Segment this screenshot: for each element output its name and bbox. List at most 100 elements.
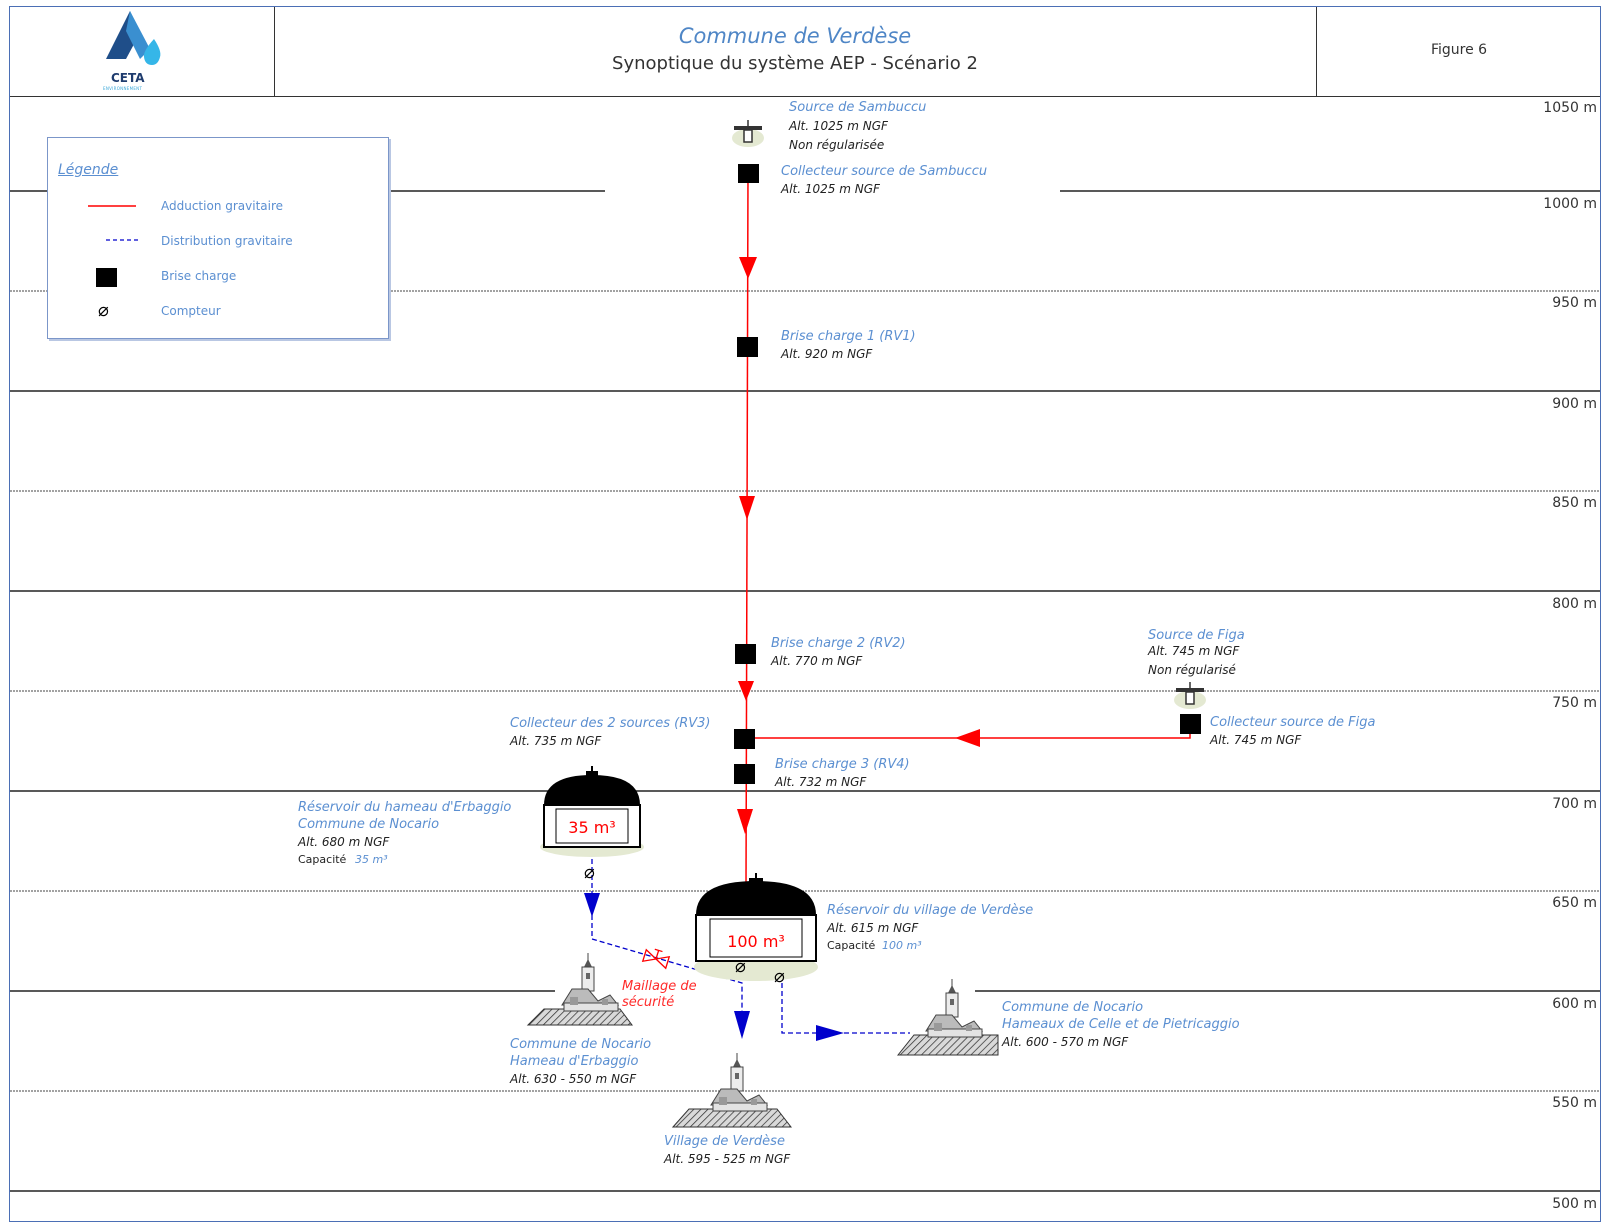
compteur-verdese-icon: ⌀ <box>735 956 746 977</box>
legend-item-brise-charge: Brise charge <box>161 269 237 283</box>
legend-item-compteur: Compteur <box>161 304 221 318</box>
logo-text: CETA <box>111 71 145 85</box>
legend-title: Légende <box>58 162 119 178</box>
legend-brise-charge-icon <box>96 268 117 287</box>
hamlet-erbaggio-icon <box>526 952 633 1026</box>
maillage-line1: Maillage de <box>622 979 697 994</box>
tank-erbaggio-label: 35 m³ <box>568 818 615 837</box>
erbaggio-hamlet-commune: Commune de Nocario <box>510 1037 651 1052</box>
sambuccu-source-note: Non régularisée <box>789 138 884 152</box>
altitude-label-650: 650 m <box>1552 895 1597 911</box>
compteur-icons: ⌀ ⌀ ⌀ <box>584 862 785 987</box>
rv3-name: Collecteur des 2 sources (RV3) <box>510 716 710 731</box>
rv2-alt: Alt. 770 m NGF <box>770 654 863 668</box>
verdese-reservoir-alt: Alt. 615 m NGF <box>826 921 919 935</box>
verdese-reservoir-cap-value: 100 m³ <box>882 939 922 952</box>
figa-source-alt: Alt. 745 m NGF <box>1147 644 1240 658</box>
legend: Légende ⌀ Adduction gravitaire Distribut… <box>47 137 389 339</box>
erbaggio-reservoir-alt: Alt. 680 m NGF <box>297 835 390 849</box>
synoptic-diagram: ⌀ ⌀ ⌀ 35 m³ 100 m³ Source de Sambuccu <box>10 100 1600 1192</box>
celle-hamlet-alt: Alt. 600 - 570 m NGF <box>1001 1035 1129 1049</box>
adduction-arrows <box>737 257 980 834</box>
ceta-logo-icon <box>106 11 161 65</box>
altitude-label-500: 500 m <box>1552 1196 1597 1212</box>
commune-title: Commune de Verdèse <box>678 24 912 48</box>
figa-collector-alt: Alt. 745 m NGF <box>1209 733 1302 747</box>
maillage-line2: sécurité <box>622 995 674 1010</box>
dist-celle <box>781 983 910 1034</box>
erbaggio-hamlet-alt: Alt. 630 - 550 m NGF <box>509 1072 637 1086</box>
rv1-alt: Alt. 920 m NGF <box>780 347 873 361</box>
erbaggio-reservoir-cap-value: 35 m³ <box>355 853 388 866</box>
brise-charge-sambuccu <box>738 164 759 183</box>
altitude-label-1050: 1050 m <box>1543 100 1597 116</box>
celle-hamlet-commune: Commune de Nocario <box>1002 1000 1143 1015</box>
altitude-label-700: 700 m <box>1552 796 1597 812</box>
reservoir-verdese-icon <box>694 873 818 981</box>
erbaggio-reservoir-commune: Commune de Nocario <box>298 817 439 832</box>
page-title: Synoptique du système AEP - Scénario 2 <box>612 53 978 74</box>
arrow-down-3 <box>738 681 754 701</box>
sambuccu-source-alt: Alt. 1025 m NGF <box>788 119 889 133</box>
brise-charge-rv1 <box>737 337 758 357</box>
source-sambuccu-icon <box>732 120 764 147</box>
header: CETA ENVIRONNEMENT Commune de Verdèse Sy… <box>10 7 1600 97</box>
altitude-label-800: 800 m <box>1552 596 1597 612</box>
reservoir-erbaggio-icon <box>540 766 644 857</box>
rv4-name: Brise charge 3 (RV4) <box>775 757 910 772</box>
erbaggio-reservoir-cap-label: Capacité <box>298 853 347 866</box>
compteur-erbaggio-icon: ⌀ <box>584 862 595 883</box>
altitude-label-900: 900 m <box>1552 396 1597 412</box>
distribution-arrows <box>584 893 844 1041</box>
rv3-alt: Alt. 735 m NGF <box>509 734 602 748</box>
dist-mesh <box>591 938 743 1019</box>
altitude-label-750: 750 m <box>1552 695 1597 711</box>
arrow-blue-village <box>734 1011 750 1039</box>
arrow-left-figa <box>955 729 980 747</box>
brise-charge-figa <box>1180 714 1201 734</box>
legend-symbols: ⌀ <box>88 205 138 321</box>
arrow-blue-erbaggio <box>584 893 600 917</box>
rv4-alt: Alt. 732 m NGF <box>774 775 867 789</box>
verdese-village-name: Village de Verdèse <box>664 1134 785 1149</box>
sambuccu-collector-name: Collecteur source de Sambuccu <box>781 164 987 179</box>
erbaggio-reservoir-name: Réservoir du hameau d'Erbaggio <box>298 800 511 815</box>
verdese-reservoir-name: Réservoir du village de Verdèse <box>827 903 1033 918</box>
logo-subtext: ENVIRONNEMENT <box>103 86 143 91</box>
altitude-label-1000: 1000 m <box>1543 196 1597 212</box>
sambuccu-collector-alt: Alt. 1025 m NGF <box>780 182 881 196</box>
brise-charge-rv2 <box>735 644 756 664</box>
arrow-blue-celle <box>816 1025 844 1041</box>
arrow-down-4 <box>737 809 753 834</box>
legend-compteur-icon: ⌀ <box>98 300 109 321</box>
sambuccu-source-name: Source de Sambuccu <box>789 100 926 115</box>
legend-item-distribution: Distribution gravitaire <box>161 234 293 248</box>
figa-source-name: Source de Figa <box>1148 628 1245 643</box>
altitude-label-850: 850 m <box>1552 495 1597 511</box>
source-figa-icon <box>1174 682 1206 709</box>
altitude-label-600: 600 m <box>1552 996 1597 1012</box>
brise-charge-rv3 <box>734 729 755 749</box>
figure-cell: Figure 6 <box>1316 7 1600 96</box>
verdese-reservoir-cap-label: Capacité <box>827 939 876 952</box>
altitude-label-550: 550 m <box>1552 1095 1597 1111</box>
arrow-down-1 <box>739 257 757 279</box>
verdese-village-alt: Alt. 595 - 525 m NGF <box>663 1152 791 1166</box>
erbaggio-hamlet-name: Hameau d'Erbaggio <box>510 1054 638 1069</box>
legend-item-adduction: Adduction gravitaire <box>161 199 284 213</box>
altitude-label-950: 950 m <box>1552 295 1597 311</box>
figa-collector-name: Collecteur source de Figa <box>1210 715 1376 730</box>
rv2-name: Brise charge 2 (RV2) <box>771 636 906 651</box>
brise-charge-rv4 <box>734 764 755 784</box>
logo-cell: CETA ENVIRONNEMENT <box>10 7 275 96</box>
hamlet-celle-icon <box>896 978 999 1056</box>
figure-label: Figure 6 <box>1430 42 1488 58</box>
title-cell: Commune de Verdèse Synoptique du système… <box>274 7 1317 96</box>
rv1-name: Brise charge 1 (RV1) <box>781 329 916 344</box>
compteur-celle-icon: ⌀ <box>774 966 785 987</box>
celle-hamlet-name: Hameaux de Celle et de Pietricaggio <box>1002 1017 1240 1032</box>
hamlet-verdese-icon <box>671 1052 793 1128</box>
arrow-down-2 <box>739 496 755 520</box>
brise-charge-nodes <box>734 164 1201 784</box>
valve-icon <box>641 948 671 970</box>
